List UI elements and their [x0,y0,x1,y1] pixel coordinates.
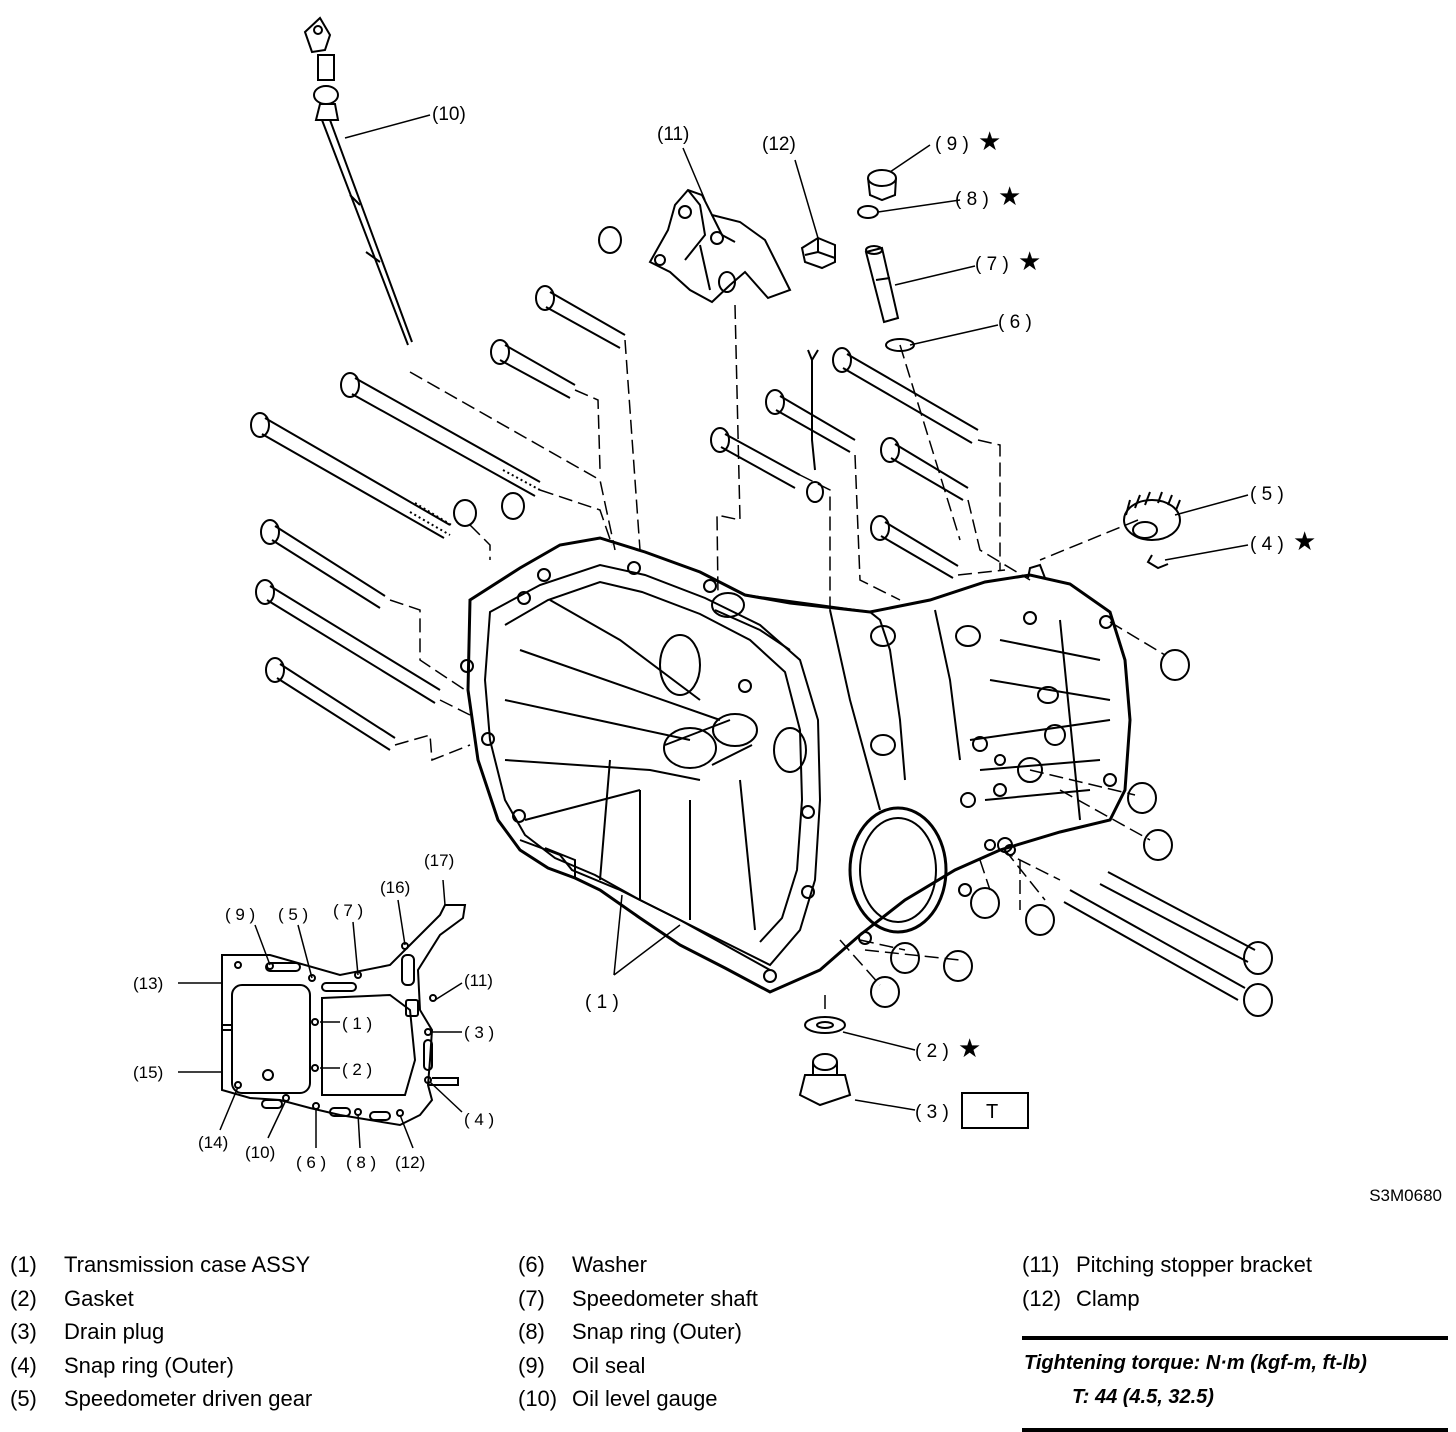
star-7: ★ [1018,246,1041,276]
legend-label: Washer [572,1252,647,1277]
callout-10: (10) [432,104,466,125]
legend-item: (8) Snap ring (Outer) [518,1315,758,1349]
legend-item: (3) Drain plug [10,1315,312,1349]
gasket-callout-1: ( 1 ) [342,1014,372,1033]
legend-label: Snap ring (Outer) [572,1319,742,1344]
gasket-callout-4: ( 4 ) [464,1110,494,1129]
leader-lines [178,114,1249,1149]
legend-number: (11) [1022,1252,1060,1277]
legend-number: (10) [518,1386,558,1411]
gasket-callout-11: (11) [464,971,493,990]
transmission-case [460,536,1132,994]
gasket-callout-3: ( 3 ) [464,1023,494,1042]
legend-number: (5) [10,1386,37,1411]
gasket-callout-9: ( 9 ) [225,905,255,924]
callout-6: ( 6 ) [998,312,1032,333]
legend-item: (4) Snap ring (Outer) [10,1349,312,1383]
gasket-callout-10: (10) [245,1143,275,1162]
callout-4: ( 4 ) [1250,534,1284,555]
star-9: ★ [978,126,1001,156]
oil-level-gauge [303,16,413,346]
legend-label: Speedometer driven gear [64,1386,313,1411]
legend-number: (7) [518,1285,545,1311]
star-8: ★ [998,181,1021,211]
callout-8: ( 8 ) [955,189,989,210]
legend-item: (7) Speedometer shaft [518,1282,758,1316]
legend-column-2: (6) Washer (7) Speedometer shaft (8) Snap r… [518,1248,758,1416]
tightening-torque-box: Tightening torque: N·m (kgf-m, ft-lb) T:… [1022,1336,1448,1432]
callout-2: ( 2 ) [915,1041,949,1062]
legend-label: Oil level gauge [572,1386,718,1411]
legend-column-3: (11) Pitching stopper bracket (12) Clamp [1022,1248,1312,1315]
gasket-callout-5: ( 5 ) [278,905,308,924]
gasket-callout-8: ( 8 ) [346,1153,376,1172]
legend-number: (12) [1022,1285,1062,1311]
case-bolts [250,226,1273,1017]
legend-item: (6) Washer [518,1248,758,1282]
legend-item: (10) Oil level gauge [518,1382,758,1416]
torque-tag: T [986,1101,998,1123]
legend-number: (4) [10,1352,37,1378]
legend-number: (6) [518,1252,545,1277]
clamp [800,236,836,270]
legend-number: (2) [10,1285,37,1311]
gasket-callout-16: (16) [380,878,410,897]
gasket-outline [221,904,467,1127]
legend-item: (1) Transmission case ASSY [10,1248,312,1282]
gasket-callout-6: ( 6 ) [296,1153,326,1172]
legend-label: Gasket [64,1285,134,1311]
legend-number: (8) [518,1319,545,1344]
legend-label: Drain plug [64,1319,165,1344]
figure-code: S3M0680 [1369,1186,1442,1205]
gasket-callout-14: (14) [198,1133,228,1152]
callout-7: ( 7 ) [975,254,1009,275]
pitching-stopper-bracket [648,188,792,304]
callout-9: ( 9 ) [935,134,969,155]
callout-5: ( 5 ) [1250,484,1284,505]
torque-tag-box [961,1092,1029,1129]
assembly-lines [389,304,1166,1015]
exploded-view-diagram: (10) (11) (12) ( 9 ) ★ ( 8 ) ★ ( 7 ) ★ (… [133,16,1316,1172]
speedometer-parts [798,169,1181,1107]
legend-item: (11) Pitching stopper bracket [1022,1248,1312,1282]
callout-labels: (10) (11) (12) ( 9 ) ★ ( 8 ) ★ ( 7 ) ★ (… [432,104,1316,1123]
legend-number: (3) [10,1319,37,1344]
legend-label: Snap ring (Outer) [64,1352,234,1378]
callout-12: (12) [762,134,796,155]
star-4: ★ [1293,526,1316,556]
gasket-callout-12: (12) [395,1153,425,1172]
legend-label: Oil seal [572,1352,646,1378]
legend-label: Clamp [1076,1285,1140,1311]
legend-item: (12) Clamp [1022,1282,1312,1316]
torque-title: Tightening torque: N·m (kgf-m, ft-lb) [1024,1352,1367,1374]
legend-column-1: (1) Transmission case ASSY (2) Gasket (3) D… [10,1248,312,1416]
gasket-callout-17: (17) [424,851,454,870]
gasket-callout-7: ( 7 ) [333,901,363,920]
gasket-callout-2: ( 2 ) [342,1060,372,1079]
gasket-callout-labels: ( 9 ) ( 5 ) ( 7 ) (16) (17) (13) (11) ( … [133,851,494,1172]
legend-label: Speedometer shaft [572,1285,758,1311]
torque-value: T: 44 (4.5, 32.5) [1072,1386,1214,1408]
callout-3: ( 3 ) [915,1102,949,1123]
callout-1: ( 1 ) [585,992,619,1013]
legend-item: (5) Speedometer driven gear [10,1382,312,1416]
star-2: ★ [958,1033,981,1063]
legend-item: (2) Gasket [10,1282,312,1316]
legend-label: Pitching stopper bracket [1076,1252,1313,1277]
legend-label: Transmission case ASSY [64,1252,311,1277]
gasket-callout-13: (13) [133,974,163,993]
callout-11: (11) [657,124,689,145]
legend-item: (9) Oil seal [518,1349,758,1383]
legend-number: (1) [10,1252,37,1277]
legend-number: (9) [518,1352,545,1378]
gasket-callout-15: (15) [133,1063,163,1082]
